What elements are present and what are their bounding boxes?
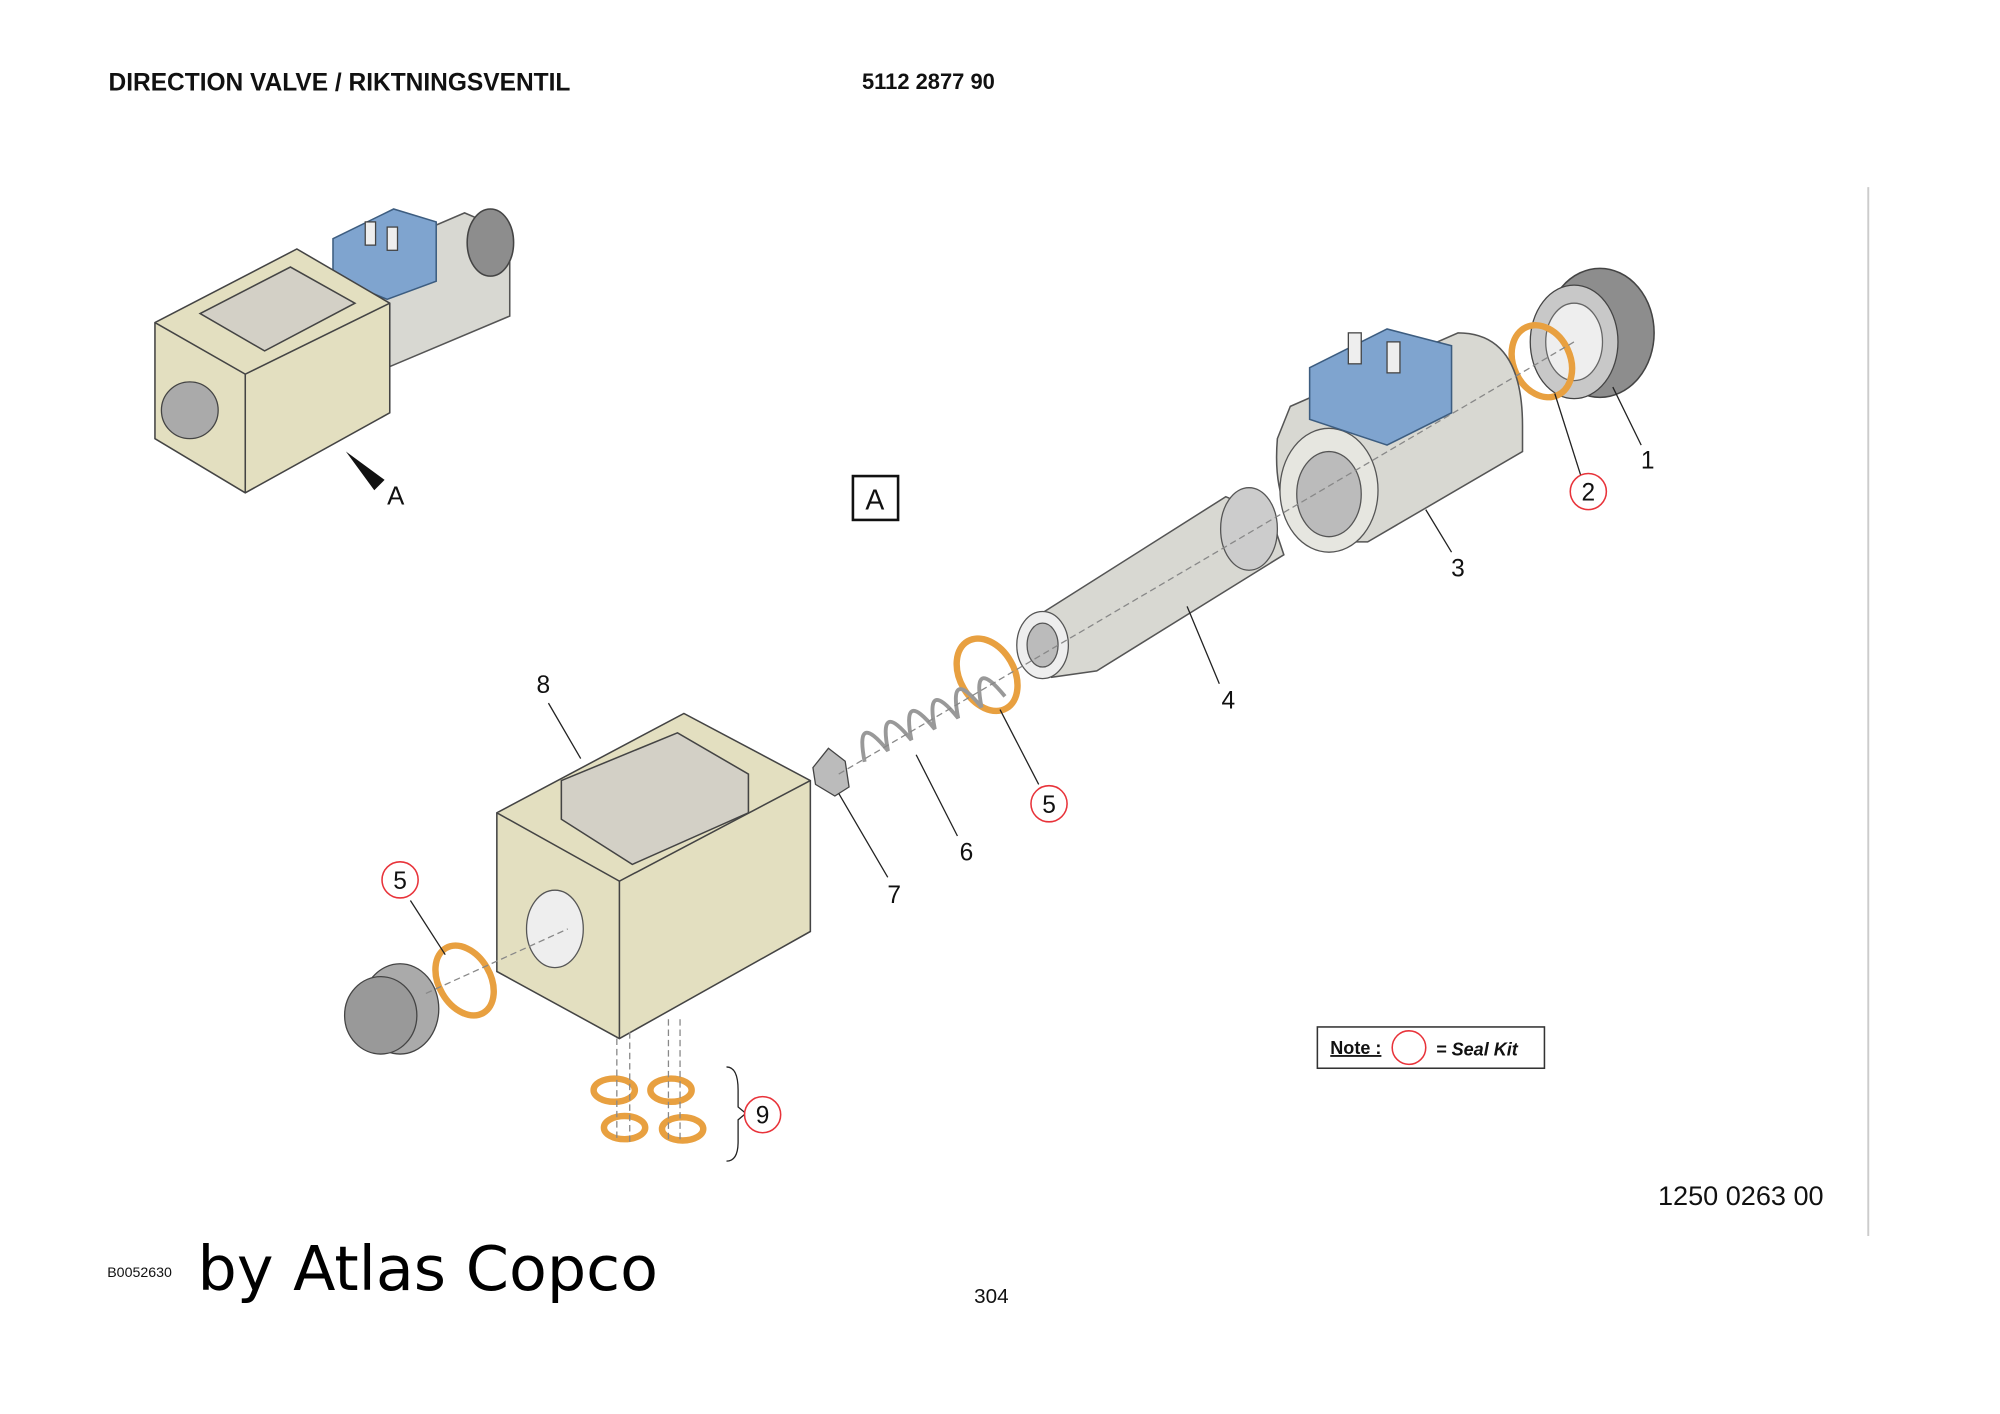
part-number: 5112 2877 90 (862, 69, 995, 94)
svg-text:5: 5 (1042, 792, 1056, 819)
svg-text:2: 2 (1581, 480, 1595, 507)
drawing-number: 1250 0263 00 (1658, 1180, 1824, 1211)
part-2-o-ring (1508, 322, 1576, 401)
part-7-spring-retainer (812, 747, 850, 797)
svg-text:1: 1 (1641, 447, 1655, 474)
brand-watermark: by Atlas Copco (198, 1233, 659, 1305)
svg-text:3: 3 (1451, 556, 1465, 583)
page-number: 304 (974, 1285, 1008, 1308)
callout-9: 9 (743, 1095, 782, 1134)
svg-text:6: 6 (960, 840, 974, 867)
callout-3: 3 (1451, 556, 1465, 583)
callout-8: 8 (536, 672, 550, 699)
assembled-valve-illustration: A (154, 208, 515, 510)
page-title: DIRECTION VALVE / RIKTNINGSVENTIL (109, 69, 571, 96)
part-9-o-rings (590, 1019, 747, 1162)
callout-6: 6 (960, 840, 974, 867)
note-label: Note : (1330, 1038, 1381, 1058)
seal-kit-circle-icon (1391, 1030, 1427, 1066)
callout-2: 2 (1569, 472, 1608, 511)
callout-4: 4 (1222, 687, 1236, 714)
plug-illustration (343, 963, 440, 1055)
callout-7: 7 (887, 882, 901, 909)
callout-5-lower: 5 (381, 861, 419, 899)
svg-text:5: 5 (393, 868, 407, 895)
part-6-spring (860, 676, 1007, 763)
svg-text:8: 8 (536, 672, 550, 699)
part-4-armature-tube (1016, 487, 1285, 680)
callout-1: 1 (1641, 447, 1655, 474)
svg-text:4: 4 (1222, 687, 1236, 714)
view-box-label: A (865, 485, 884, 517)
view-box (851, 474, 900, 522)
seal-kit-note: Note : = Seal Kit (1316, 1026, 1546, 1070)
callout-leaders (409, 386, 1642, 956)
part-5-o-ring-lower (432, 942, 497, 1019)
callout-5: 5 (1030, 784, 1068, 823)
note-text: = Seal Kit (1436, 1039, 1519, 1059)
view-arrow-icon (345, 451, 385, 491)
part-1-nut (1529, 267, 1655, 400)
svg-text:9: 9 (756, 1103, 770, 1130)
part-3-coil (1275, 328, 1524, 553)
view-label: A (387, 482, 405, 510)
svg-text:7: 7 (887, 882, 901, 909)
part-8-valve-body (496, 712, 812, 1040)
image-code: B0052630 (107, 1265, 172, 1281)
